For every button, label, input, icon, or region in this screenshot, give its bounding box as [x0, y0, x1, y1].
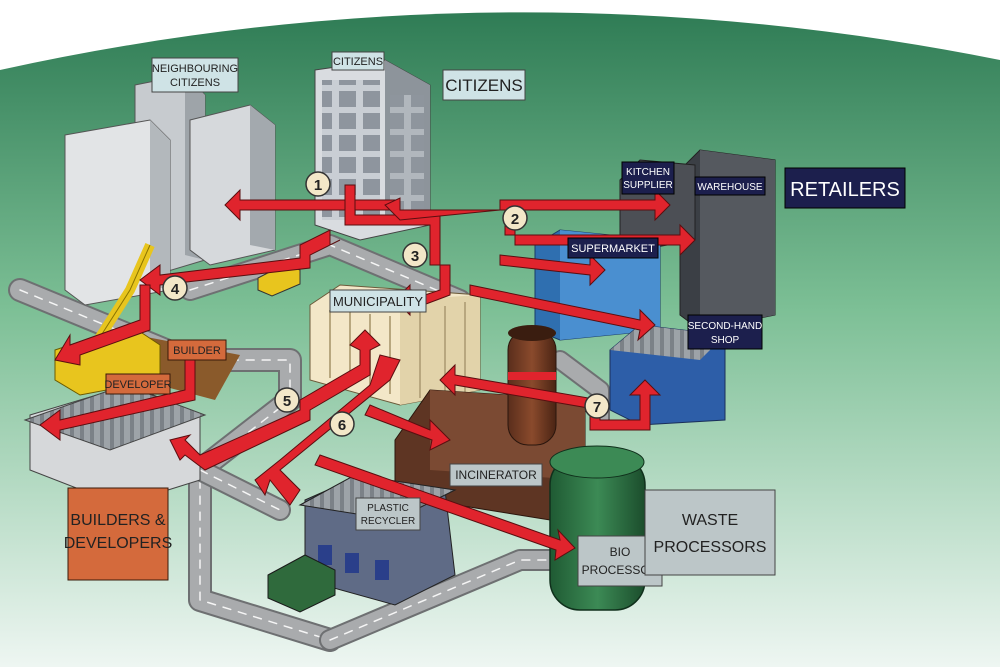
svg-text:PROCESSORS: PROCESSORS	[654, 539, 767, 556]
waste-processors-label: WASTE PROCESSORS	[644, 489, 776, 576]
svg-text:WAREHOUSE: WAREHOUSE	[697, 182, 763, 193]
flow-badge-7: 7	[584, 393, 610, 419]
incinerator-label: INCINERATOR	[449, 463, 543, 487]
svg-text:CITIZENS: CITIZENS	[333, 56, 383, 68]
svg-text:INCINERATOR: INCINERATOR	[455, 468, 537, 482]
svg-text:6: 6	[338, 417, 346, 434]
plastic-recycler-label: PLASTIC RECYCLER	[355, 497, 421, 531]
svg-text:SECOND-HAND: SECOND-HAND	[688, 321, 762, 332]
citizens-tower-label: CITIZENS	[331, 51, 385, 71]
svg-text:WASTE: WASTE	[682, 512, 738, 529]
svg-text:BIO: BIO	[610, 545, 631, 559]
flow-badge-6: 6	[329, 411, 355, 437]
developer-label: DEVELOPER	[104, 373, 172, 395]
svg-text:RETAILERS: RETAILERS	[790, 179, 900, 201]
second-hand-shop-label: SECOND-HAND SHOP	[687, 314, 763, 350]
incinerator-building	[394, 325, 586, 521]
kitchen-supplier-label: KITCHEN SUPPLIER	[621, 161, 675, 195]
svg-text:KITCHEN: KITCHEN	[626, 167, 670, 178]
svg-text:SUPERMARKET: SUPERMARKET	[571, 243, 655, 255]
svg-text:CITIZENS: CITIZENS	[170, 77, 220, 89]
svg-text:PLASTIC: PLASTIC	[367, 503, 409, 514]
svg-text:PROCESSOR: PROCESSOR	[582, 563, 659, 577]
municipality-label: MUNICIPALITY	[329, 289, 427, 313]
svg-text:4: 4	[171, 281, 180, 298]
citizens-group-label: CITIZENS	[442, 69, 526, 101]
svg-text:SHOP: SHOP	[711, 335, 740, 346]
builder-label: BUILDER	[167, 339, 227, 361]
svg-text:1: 1	[314, 177, 322, 194]
svg-text:3: 3	[411, 248, 419, 265]
neighbouring-citizens-label: NEIGHBOURING CITIZENS	[151, 57, 239, 93]
flow-badge-5: 5	[274, 387, 300, 413]
svg-text:BUILDER: BUILDER	[173, 345, 221, 357]
svg-text:RECYCLER: RECYCLER	[361, 516, 415, 527]
svg-text:7: 7	[593, 399, 601, 416]
svg-text:CITIZENS: CITIZENS	[445, 76, 522, 95]
flow-badge-2: 2	[502, 205, 528, 231]
svg-text:MUNICIPALITY: MUNICIPALITY	[333, 294, 423, 309]
svg-text:DEVELOPER: DEVELOPER	[104, 379, 171, 391]
svg-text:2: 2	[511, 211, 519, 228]
supermarket-label: SUPERMARKET	[567, 237, 659, 259]
svg-text:SUPPLIER: SUPPLIER	[623, 180, 672, 191]
flow-badge-3: 3	[402, 242, 428, 268]
svg-text:DEVELOPERS: DEVELOPERS	[64, 535, 172, 552]
retailers-group-label: RETAILERS	[784, 167, 906, 209]
builders-developers-label: BUILDERS & DEVELOPERS	[64, 487, 172, 581]
warehouse-label: WAREHOUSE	[694, 176, 766, 196]
flow-number-badges: 1 2 3 4 5 6 7	[162, 171, 610, 437]
svg-text:5: 5	[283, 393, 291, 410]
vehicles	[257, 263, 336, 613]
flow-badge-1: 1	[305, 171, 331, 197]
building-labels: NEIGHBOURING CITIZENS CITIZENS CITIZENS …	[64, 51, 906, 587]
flow-badge-4: 4	[162, 275, 188, 301]
svg-text:BUILDERS &: BUILDERS &	[70, 512, 165, 529]
svg-text:NEIGHBOURING: NEIGHBOURING	[152, 63, 238, 75]
